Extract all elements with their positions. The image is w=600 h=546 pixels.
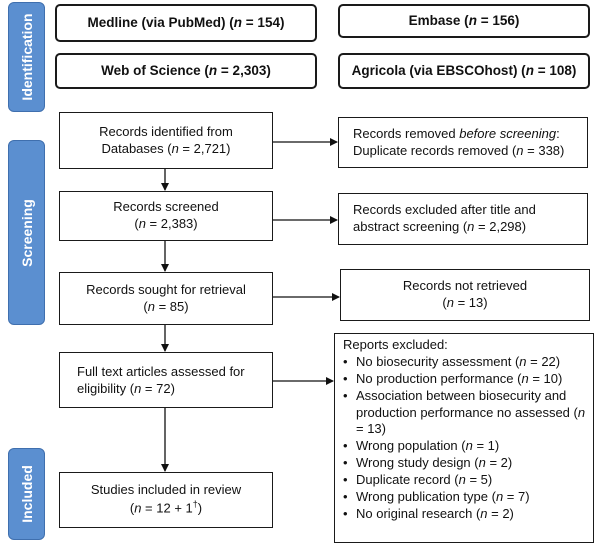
records-removed-box: Records removed before screening: Duplic… <box>338 117 588 168</box>
reports-excluded-item: No biosecurity assessment (n = 22) <box>343 354 587 371</box>
records-not-retrieved-box: Records not retrieved (n = 13) <box>340 269 590 321</box>
reports-excluded-item: Association between biosecurity and prod… <box>343 388 587 439</box>
stage-identification: Identification <box>8 2 45 112</box>
stage-screening: Screening <box>8 140 45 325</box>
records-sought-box: Records sought for retrieval (n = 85) <box>59 272 273 325</box>
reports-excluded-list: No biosecurity assessment (n = 22)No pro… <box>343 354 587 523</box>
db-medline: Medline (via PubMed) (n = 154) <box>55 4 317 42</box>
reports-excluded-item: Duplicate record (n = 5) <box>343 472 587 489</box>
reports-excluded-item: Wrong population (n = 1) <box>343 438 587 455</box>
studies-included-box: Studies included in review (n = 12 + 1†) <box>59 472 273 528</box>
reports-excluded-item: Wrong publication type (n = 7) <box>343 489 587 506</box>
stage-included: Included <box>8 448 45 540</box>
records-excluded-box: Records excluded after title and abstrac… <box>338 193 588 245</box>
reports-excluded-item: No production performance (n = 10) <box>343 371 587 388</box>
reports-excluded-title: Reports excluded: <box>343 337 448 352</box>
reports-excluded-box: Reports excluded: No biosecurity assessm… <box>334 333 594 543</box>
reports-excluded-item: Wrong study design (n = 2) <box>343 455 587 472</box>
db-web-of-science: Web of Science (n = 2,303) <box>55 53 317 89</box>
records-identified-box: Records identified from Databases (n = 2… <box>59 112 273 169</box>
fulltext-assessed-box: Full text articles assessed for eligibil… <box>59 352 273 408</box>
reports-excluded-item: No original research (n = 2) <box>343 506 587 523</box>
db-agricola: Agricola (via EBSCOhost) (n = 108) <box>338 53 590 89</box>
db-embase: Embase (n = 156) <box>338 4 590 38</box>
records-screened-box: Records screened (n = 2,383) <box>59 191 273 241</box>
